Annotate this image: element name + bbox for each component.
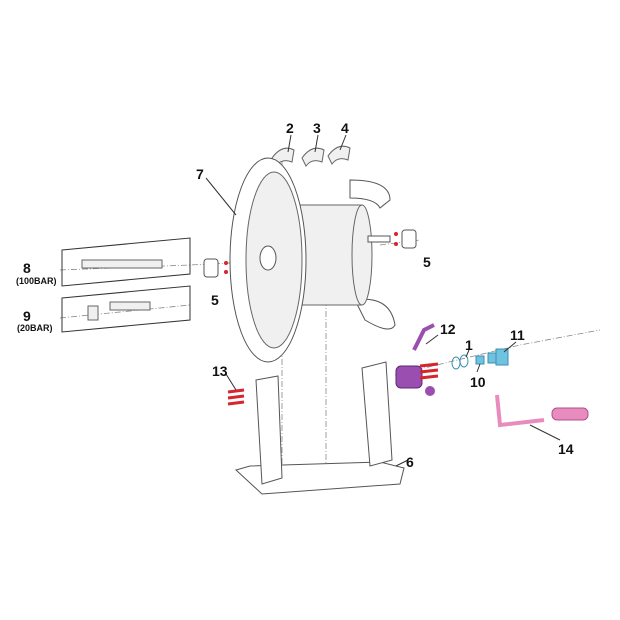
label-7: 7 — [196, 166, 204, 182]
kit-box-9[interactable] — [61, 285, 191, 333]
label-11: 11 — [510, 327, 525, 343]
label-14: 14 — [558, 441, 574, 457]
part-coupling-11[interactable] — [487, 348, 509, 366]
part-seals-1-10[interactable] — [451, 354, 485, 370]
label-13: 13 — [212, 363, 228, 379]
part-reel-drum-7[interactable] — [229, 157, 396, 363]
label-3: 3 — [313, 120, 321, 136]
label-2: 2 — [286, 120, 294, 136]
part-bearing-5-left[interactable] — [203, 258, 228, 278]
callout-labels: 2 3 4 7 8 (100BAR) 9 (20BAR) 5 5 12 11 1… — [16, 120, 574, 470]
part-bolts[interactable] — [227, 362, 439, 406]
label-4: 4 — [341, 120, 349, 136]
part-clamps-2-3-4[interactable] — [271, 145, 351, 167]
part-bearing-5-right[interactable] — [394, 229, 417, 249]
label-1: 1 — [465, 337, 473, 353]
label-10: 10 — [470, 374, 486, 390]
label-6: 6 — [406, 454, 414, 470]
label-8-pressure: (100BAR) — [16, 276, 57, 286]
part-handle-14[interactable] — [495, 394, 589, 428]
leader-lines — [205, 134, 561, 467]
label-5-left: 5 — [211, 292, 219, 308]
kit-box-8[interactable] — [61, 237, 191, 287]
label-9: 9 — [23, 308, 31, 324]
label-12: 12 — [440, 321, 456, 337]
part-stand-6[interactable] — [235, 361, 405, 495]
label-5-right: 5 — [423, 254, 431, 270]
label-8: 8 — [23, 260, 31, 276]
label-9-pressure: (20BAR) — [17, 323, 53, 333]
part-swivel-12[interactable] — [395, 323, 435, 396]
